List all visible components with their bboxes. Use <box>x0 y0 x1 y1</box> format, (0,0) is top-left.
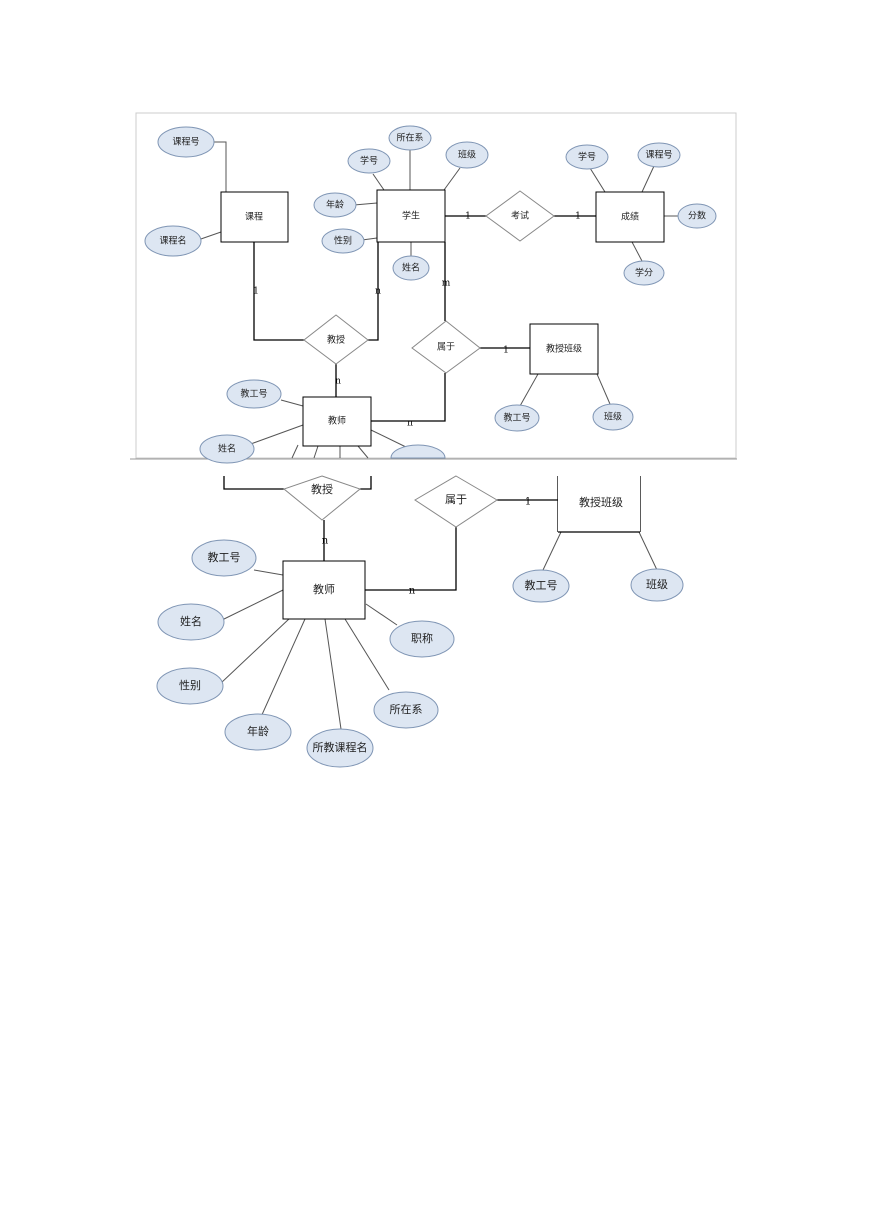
attr-title-bottom <box>389 620 455 658</box>
entity-teacher-bottom-label: 教师 <box>313 583 335 596</box>
attr-class <box>445 141 489 169</box>
attr-tc-class <box>592 403 634 431</box>
relation-exam <box>485 190 555 242</box>
attr-cut-off <box>390 444 446 459</box>
attr-teacher-name-label: 姓名 <box>218 443 236 455</box>
relation-teach-bottom-label: 教授 <box>311 482 333 496</box>
attr-class-label: 班级 <box>458 149 476 161</box>
entity-student-label: 学生 <box>402 210 420 222</box>
attr-course-no <box>157 126 215 158</box>
attr-teacher-name <box>199 434 255 464</box>
attr-dept-label: 所在系 <box>396 132 423 144</box>
attr-teacher-no-bottom-label: 教工号 <box>208 551 241 564</box>
attr-gender-bottom-label: 性别 <box>179 678 201 692</box>
attr-age-bottom <box>224 713 292 751</box>
top-diagram: 课程 学生 成绩 教师 教授班级 考试 教授 属于 课程号 课程名 所在系 学号… <box>130 112 737 464</box>
attr-grade-course-no-label: 课程号 <box>645 150 672 161</box>
relation-belong-bottom-label: 属于 <box>445 493 467 506</box>
attr-tc-teacher-no <box>494 404 540 432</box>
attr-gender-bottom <box>156 667 224 705</box>
attr-dept-bottom <box>373 691 439 729</box>
attr-name <box>392 255 430 281</box>
attr-score <box>677 203 717 229</box>
attr-age <box>313 192 357 218</box>
attr-grade-student-no <box>565 144 609 170</box>
entity-teaching-class-bottom-label: 教授班级 <box>579 495 623 509</box>
attr-dept <box>388 125 432 151</box>
attr-tc-class-bottom <box>630 568 684 602</box>
attr-gender-label: 性别 <box>334 235 352 247</box>
card-exam-grade: 1 <box>575 212 581 222</box>
entity-teacher-label: 教师 <box>328 415 346 427</box>
card-belong-tc: 1 <box>503 346 509 356</box>
entity-teacher-bottom <box>282 560 366 620</box>
relation-exam-label: 考试 <box>511 210 529 222</box>
card-teach-teacher: n <box>335 377 341 387</box>
attr-student-no-label: 学号 <box>360 155 378 167</box>
attr-tc-teacher-no-bottom <box>512 569 570 603</box>
attr-gender <box>321 228 365 254</box>
attr-tc-class-label: 班级 <box>604 411 622 423</box>
relation-teach-bottom <box>282 475 362 521</box>
relation-belong-label: 属于 <box>437 342 455 353</box>
entity-grade-label: 成绩 <box>621 211 639 223</box>
attr-teacher-no-bottom <box>191 539 257 577</box>
attr-credit <box>623 260 665 286</box>
bottom-diagram: 教师 教授班级 教授 属于 教工号 姓名 性别 年龄 所教课程名 所在系 职称 … <box>156 475 684 768</box>
attr-grade-course-no <box>637 142 681 168</box>
attr-credit-label: 学分 <box>635 267 653 279</box>
attr-dept-bottom-label: 所在系 <box>390 703 423 716</box>
attr-teacher-no-label: 教工号 <box>240 388 267 400</box>
attr-grade-student-no-label: 学号 <box>578 151 596 163</box>
card-student-belong: m <box>442 279 451 289</box>
relation-teach <box>303 314 369 365</box>
attr-teacher-no <box>226 379 282 409</box>
attr-tc-teacher-no-label: 教工号 <box>503 412 530 424</box>
entity-course <box>220 191 289 243</box>
attr-name-bottom <box>157 603 225 641</box>
card-teacher-belong-bottom: n <box>409 586 416 597</box>
attr-course-no-label: 课程号 <box>172 137 199 148</box>
card-course-teach: 1 <box>253 287 259 297</box>
card-teacher-belong: n <box>407 419 413 429</box>
attr-tc-teacher-no-bottom-label: 教工号 <box>525 579 558 592</box>
relation-belong-bottom <box>414 475 498 528</box>
card-belong-tc-bottom: 1 <box>525 497 531 508</box>
relation-belong <box>411 320 481 374</box>
card-teach-teacher-bottom: n <box>322 536 329 547</box>
entity-teacher <box>302 396 372 447</box>
attr-score-label: 分数 <box>688 210 706 222</box>
entity-student <box>376 189 446 243</box>
attr-course-name <box>144 225 202 257</box>
attr-course-taught-bottom-label: 所教课程名 <box>313 740 368 754</box>
attr-age-bottom-label: 年龄 <box>247 724 269 738</box>
entity-grade <box>595 191 665 243</box>
entity-teaching-class-bottom <box>558 476 640 532</box>
attr-course-taught-bottom <box>306 728 374 768</box>
attr-name-label: 姓名 <box>402 262 420 274</box>
card-student-exam: 1 <box>465 212 471 222</box>
relation-teach-label: 教授 <box>327 334 345 346</box>
attr-name-bottom-label: 姓名 <box>180 614 202 628</box>
attr-age-label: 年龄 <box>326 199 344 211</box>
entity-teaching-class-label: 教授班级 <box>546 343 582 355</box>
attr-title-bottom-label: 职称 <box>411 631 433 645</box>
attr-student-no <box>347 148 391 174</box>
attr-course-name-label: 课程名 <box>159 235 186 247</box>
top-connectors <box>197 141 678 459</box>
entity-teaching-class <box>529 323 599 375</box>
entity-course-label: 课程 <box>245 212 263 223</box>
attr-tc-class-bottom-label: 班级 <box>646 578 668 591</box>
card-student-teach: n <box>375 287 381 297</box>
